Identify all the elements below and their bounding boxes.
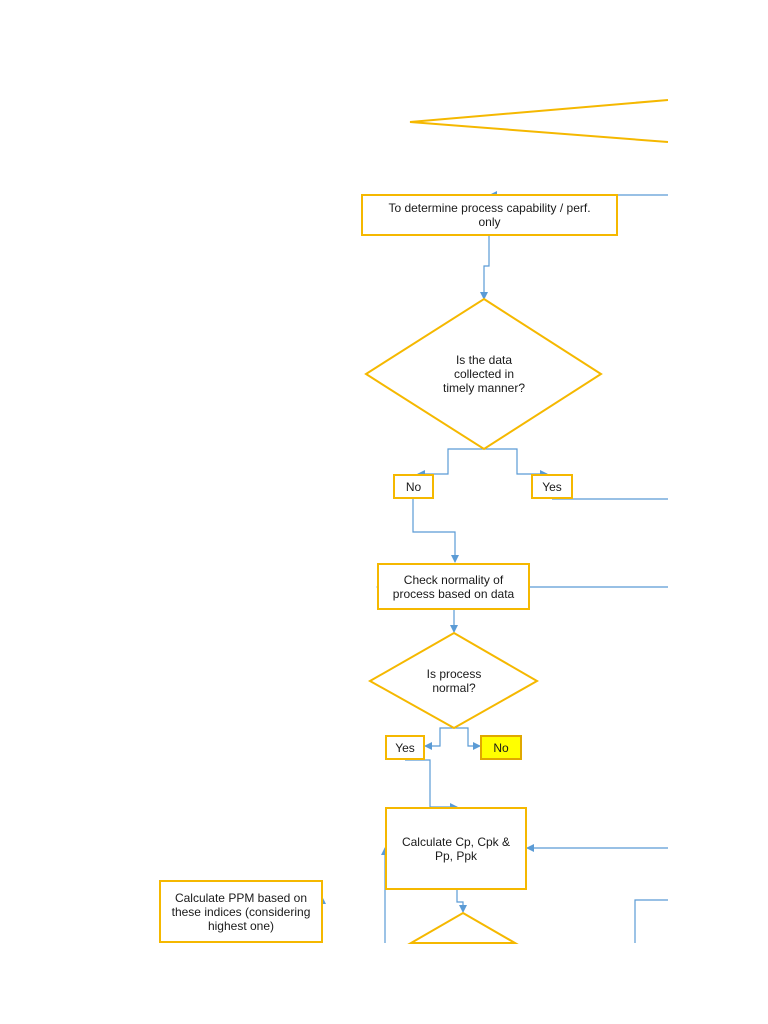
connector-diamond-to-no2	[454, 727, 481, 750]
connector-determine-to-diamond	[480, 236, 490, 300]
decision-bottom-partial-shape	[407, 911, 519, 944]
answer-yes-2-box: Yes	[385, 735, 425, 760]
process-determine-capability: To determine process capability / perf. …	[361, 194, 618, 236]
answer-yes-box: Yes	[531, 474, 573, 499]
connector-calc-down	[456, 889, 467, 913]
decision-process-normal-shape	[367, 631, 540, 730]
decision-data-timely-shape	[364, 297, 603, 451]
top-wedge-shape	[409, 99, 669, 143]
connector-diamond-to-no	[417, 448, 484, 478]
decision-data-timely-label: Is the data collected in timely manner?	[442, 353, 526, 395]
connector-diamond-to-yes	[484, 448, 548, 478]
answer-no-2-box: No	[480, 735, 522, 760]
process-calculate-ppm: Calculate PPM based on these indices (co…	[159, 880, 323, 943]
process-calculate-indices: Calculate Cp, Cpk & Pp, Ppk	[385, 807, 527, 890]
connector-no-to-check	[412, 499, 459, 563]
connector-bottom-right	[634, 899, 668, 943]
connector-yes2-to-calc	[405, 759, 458, 811]
process-check-normality: Check normality of process based on data	[377, 563, 530, 610]
answer-no-box: No	[393, 474, 434, 499]
connector-diamond-to-yes2	[424, 727, 454, 750]
decision-process-normal-label: Is process normal?	[426, 667, 482, 695]
